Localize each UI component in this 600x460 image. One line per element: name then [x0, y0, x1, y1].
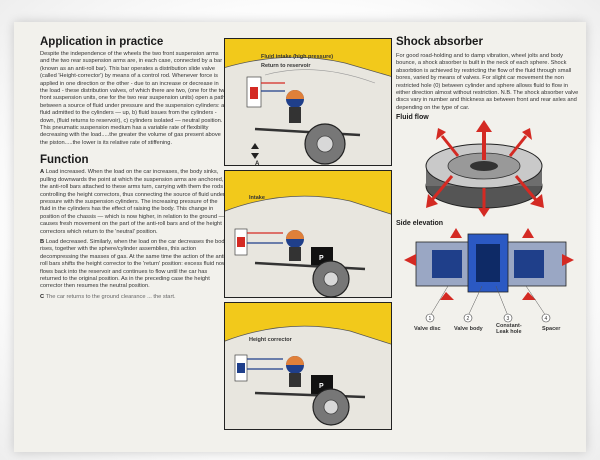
fluid-flow-label: Fluid flow	[396, 114, 429, 122]
label-intake: Intake	[249, 195, 265, 201]
intro-text: Despite the independence of the wheels t…	[40, 51, 228, 146]
fluid-flow-diagram: Fluid flow	[396, 114, 582, 218]
diagram-panel-neutral: P Height corrector	[224, 302, 392, 430]
left-column: Application in practice Despite the inde…	[40, 36, 228, 301]
part-4-label: Spacer	[542, 326, 561, 333]
label-height-corrector: Height corrector	[249, 337, 292, 343]
car-suspension-illustration-3: P	[225, 325, 391, 429]
part-3-number: 3	[507, 316, 510, 322]
label-return-to-reservoir: Return to reservoir	[261, 63, 311, 69]
paragraph-a-letter: A	[40, 169, 45, 176]
shock-absorber-title: Shock absorber	[396, 36, 483, 48]
part-1-number: 1	[429, 316, 432, 322]
part-2-number: 2	[467, 316, 470, 322]
car-suspension-illustration-2: P	[225, 195, 391, 297]
brochure-page: Application in practice Despite the inde…	[14, 22, 586, 452]
part-3-label: Constant- Leak hole	[496, 323, 522, 336]
panel2-pressure-mark: P	[319, 255, 324, 262]
part-2-label: Valve body	[454, 326, 483, 333]
right-column: Shock absorber For good road-holding and…	[396, 36, 582, 336]
part-4-number: 4	[545, 316, 548, 322]
shock-absorber-text: For good road-holding and to damp vibrat…	[396, 53, 579, 111]
paragraph-b-letter: B	[40, 238, 45, 245]
paragraph-b-text: Load decreased. Similarly, when the load…	[40, 238, 228, 290]
paragraph-c-text: The car returns to the ground clearance …	[45, 293, 176, 300]
diagram-panel-load-decreased: P Intake	[224, 170, 392, 298]
car-suspension-illustration-1: A	[225, 56, 391, 166]
function-title: Function	[40, 154, 89, 167]
diagram-panel-load-increased: A Fluid intake (high pressure) Return to…	[224, 38, 392, 166]
side-elevation-label: Side elevation	[396, 220, 444, 228]
side-elevation-diagram: Side elevation	[396, 220, 582, 336]
suspension-diagrams: A Fluid intake (high pressure) Return to…	[224, 38, 392, 430]
label-fluid-intake: Fluid intake (high pressure)	[261, 54, 334, 60]
paragraph-c-letter: C	[40, 293, 45, 300]
panel3-pressure-mark: P	[319, 383, 324, 390]
paragraph-a-text: Load increased. When the load on the car…	[40, 169, 225, 235]
part-1-label: Valve disc	[414, 326, 441, 333]
application-title: Application in practice	[40, 36, 164, 48]
paragraph-c: C The car returns to the ground clearanc…	[40, 294, 228, 301]
fluid-flow-illustration	[425, 120, 544, 218]
paragraph-a: A Load increased. When the load on the c…	[40, 169, 228, 236]
side-elevation-illustration: 1 2 3 4	[404, 228, 574, 323]
paragraph-b: B Load decreased. Similarly, when the lo…	[40, 239, 228, 291]
panel1-letter: A	[255, 161, 260, 166]
